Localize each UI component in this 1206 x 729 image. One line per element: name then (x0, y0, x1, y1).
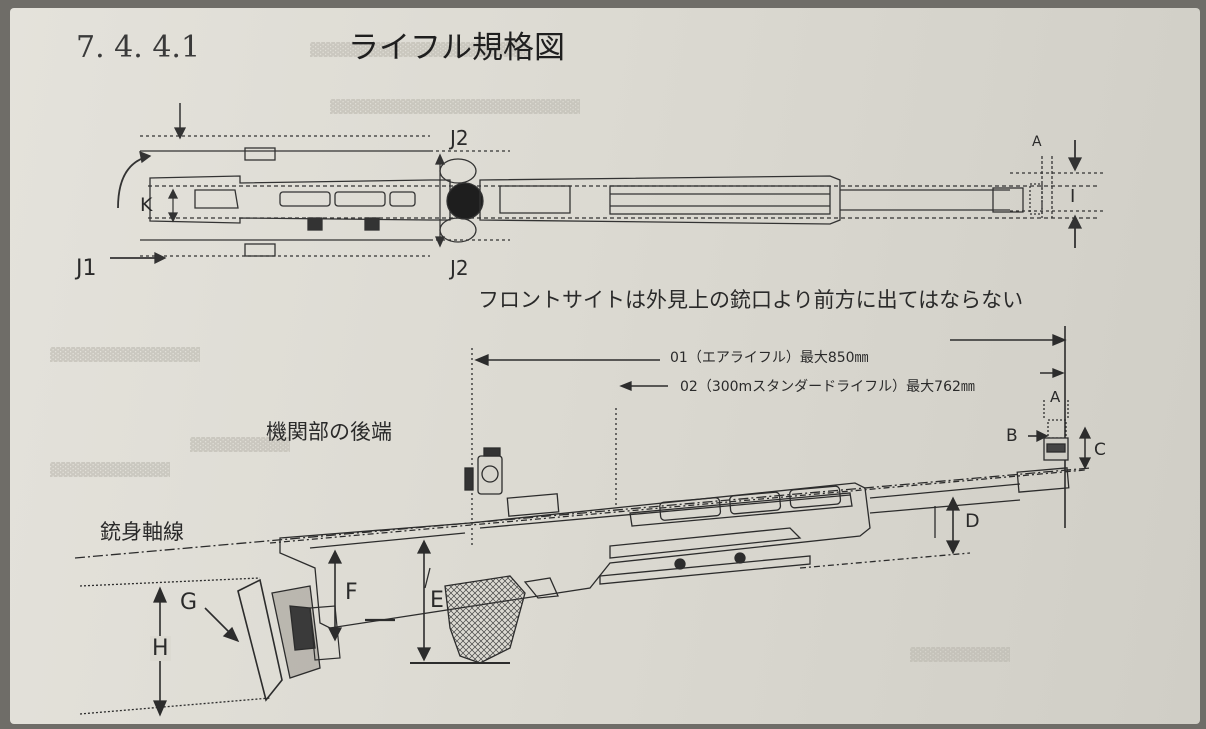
barrel-axis-label: 銃身軸線 (100, 520, 184, 544)
label-j1: J1 (76, 256, 97, 281)
book-page: ▓▓▓▓▓▓▓▓▓▓▓▓▓▓▓▓▓▓▓▓▓▓ ▓▓▓▓▓▓▓▓▓▓▓▓▓▓▓▓▓… (10, 8, 1200, 724)
label-k: K (140, 194, 153, 216)
o1-dimension-label: 01（エアライフル）最大850㎜ (670, 350, 869, 366)
bleed-through-text: ▓▓▓▓▓▓▓▓▓▓ (190, 438, 290, 453)
o2-dimension-label: 02（300mスタンダードライフル）最大762㎜ (680, 379, 975, 395)
label-j2-top: J2 (450, 126, 469, 150)
label-a-top: A (1032, 134, 1042, 150)
label-f: F (345, 580, 358, 605)
rifle-side-view-diagram (74, 326, 1092, 717)
bleed-through-text: ▓▓▓▓▓▓▓▓▓▓▓▓▓▓▓ (50, 348, 200, 363)
bleed-through-text: ▓▓▓▓▓▓▓▓▓▓▓▓ (50, 463, 170, 478)
label-e: E (430, 588, 444, 613)
label-d: D (965, 510, 980, 532)
label-a-side: A (1050, 388, 1061, 406)
label-c: C (1094, 440, 1106, 460)
front-sight-note: フロントサイトは外見上の銃口より前方に出てはならない (478, 288, 1024, 312)
bleed-through-text: ▓▓▓▓▓▓▓▓▓▓ (910, 648, 1010, 663)
label-g: G (180, 590, 198, 615)
label-h: H (150, 636, 171, 661)
rifle-top-view-diagram (110, 103, 1105, 265)
label-b: B (1006, 426, 1018, 446)
label-j2-bottom: J2 (450, 256, 469, 280)
label-i: I (1070, 186, 1076, 207)
bleed-through-text: ▓▓▓▓▓▓▓▓▓▓▓▓▓▓▓▓▓▓▓▓▓▓ (310, 43, 530, 58)
bleed-through-text: ▓▓▓▓▓▓▓▓▓▓▓▓▓▓▓▓▓▓▓▓▓▓▓▓▓ (330, 100, 580, 115)
page-title: ライフル規格図 (348, 30, 565, 66)
section-number: 7. 4. 4.1 (76, 30, 201, 65)
action-rear-end-label: 機関部の後端 (266, 420, 392, 444)
